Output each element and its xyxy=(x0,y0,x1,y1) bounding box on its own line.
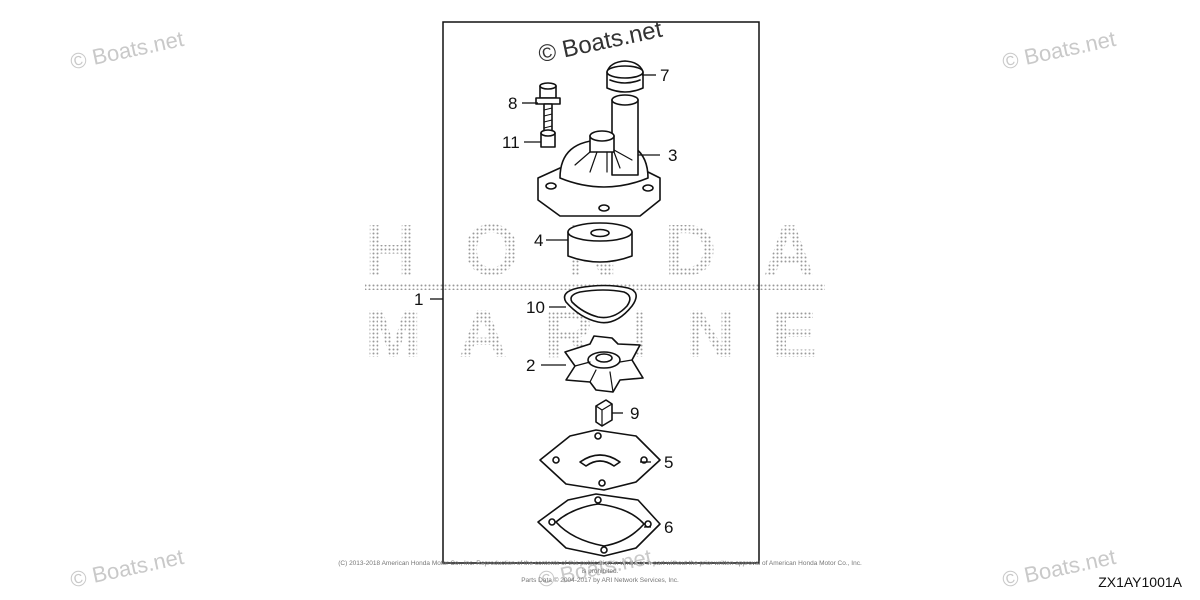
insert-part-4 xyxy=(567,222,633,263)
leader-lines xyxy=(430,74,660,528)
bolt-part-8 xyxy=(535,82,561,136)
assembly-frame xyxy=(442,21,760,564)
callout-5: 5 xyxy=(664,453,674,472)
callout-1: 1 xyxy=(414,290,424,309)
gasket-part-6 xyxy=(537,493,661,557)
pump-housing-part-3 xyxy=(537,94,661,217)
callout-10: 10 xyxy=(526,298,545,317)
callout-6: 6 xyxy=(664,518,674,537)
callout-7: 7 xyxy=(660,66,670,85)
grommet-part-7 xyxy=(606,60,644,93)
callout-9: 9 xyxy=(630,404,640,423)
plate-part-5 xyxy=(539,429,661,491)
impeller-part-2 xyxy=(564,335,644,393)
callout-3: 3 xyxy=(668,146,678,165)
seal-ring-part-10 xyxy=(563,284,637,324)
copyright-line-1: (C) 2013-2018 American Honda Motor Co., … xyxy=(338,560,862,576)
copyright-notice: (C) 2013-2018 American Honda Motor Co., … xyxy=(335,560,865,585)
key-part-9 xyxy=(595,399,613,427)
callout-11: 11 xyxy=(502,133,520,152)
collar-part-11 xyxy=(540,129,556,148)
callout-2: 2 xyxy=(526,356,536,375)
copyright-line-2: Parts Data © 2004-2017 by ARI Network Se… xyxy=(521,576,679,584)
diagram-code: ZX1AY1001A xyxy=(1098,574,1182,590)
callout-8: 8 xyxy=(508,94,518,113)
callout-4: 4 xyxy=(534,231,544,250)
